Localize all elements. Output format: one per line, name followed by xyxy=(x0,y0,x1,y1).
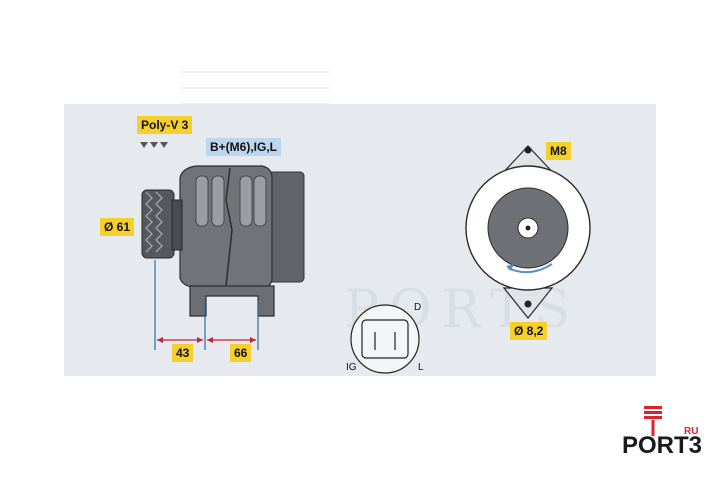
brand-logo[interactable]: PORT3 RU xyxy=(622,426,703,460)
dimension-a-label: 43 xyxy=(172,344,194,362)
terminals-label: B+(M6),IG,L xyxy=(206,138,282,156)
dimension-lines xyxy=(154,260,259,350)
header-lines xyxy=(180,71,330,105)
brand-logo-suffix: RU xyxy=(684,426,699,437)
pin-ig-label: IG xyxy=(346,362,357,373)
mount-hole-label: Ø 8,2 xyxy=(510,322,548,340)
belt-label: Poly-V 3 xyxy=(137,116,193,134)
connector-diagram xyxy=(350,304,420,374)
pin-d-label: D xyxy=(414,302,422,313)
belt-profile-icon xyxy=(140,142,168,148)
pulley-diameter-label: Ø 61 xyxy=(100,218,135,236)
alternator-front-view xyxy=(465,145,591,319)
mount-bolt-label: M8 xyxy=(546,142,571,160)
dimension-b-label: 66 xyxy=(230,344,252,362)
brand-logo-text: PORT3 xyxy=(622,432,703,459)
pulley xyxy=(141,189,183,259)
pin-l-label: L xyxy=(418,362,424,373)
alternator-side-view xyxy=(141,165,305,317)
